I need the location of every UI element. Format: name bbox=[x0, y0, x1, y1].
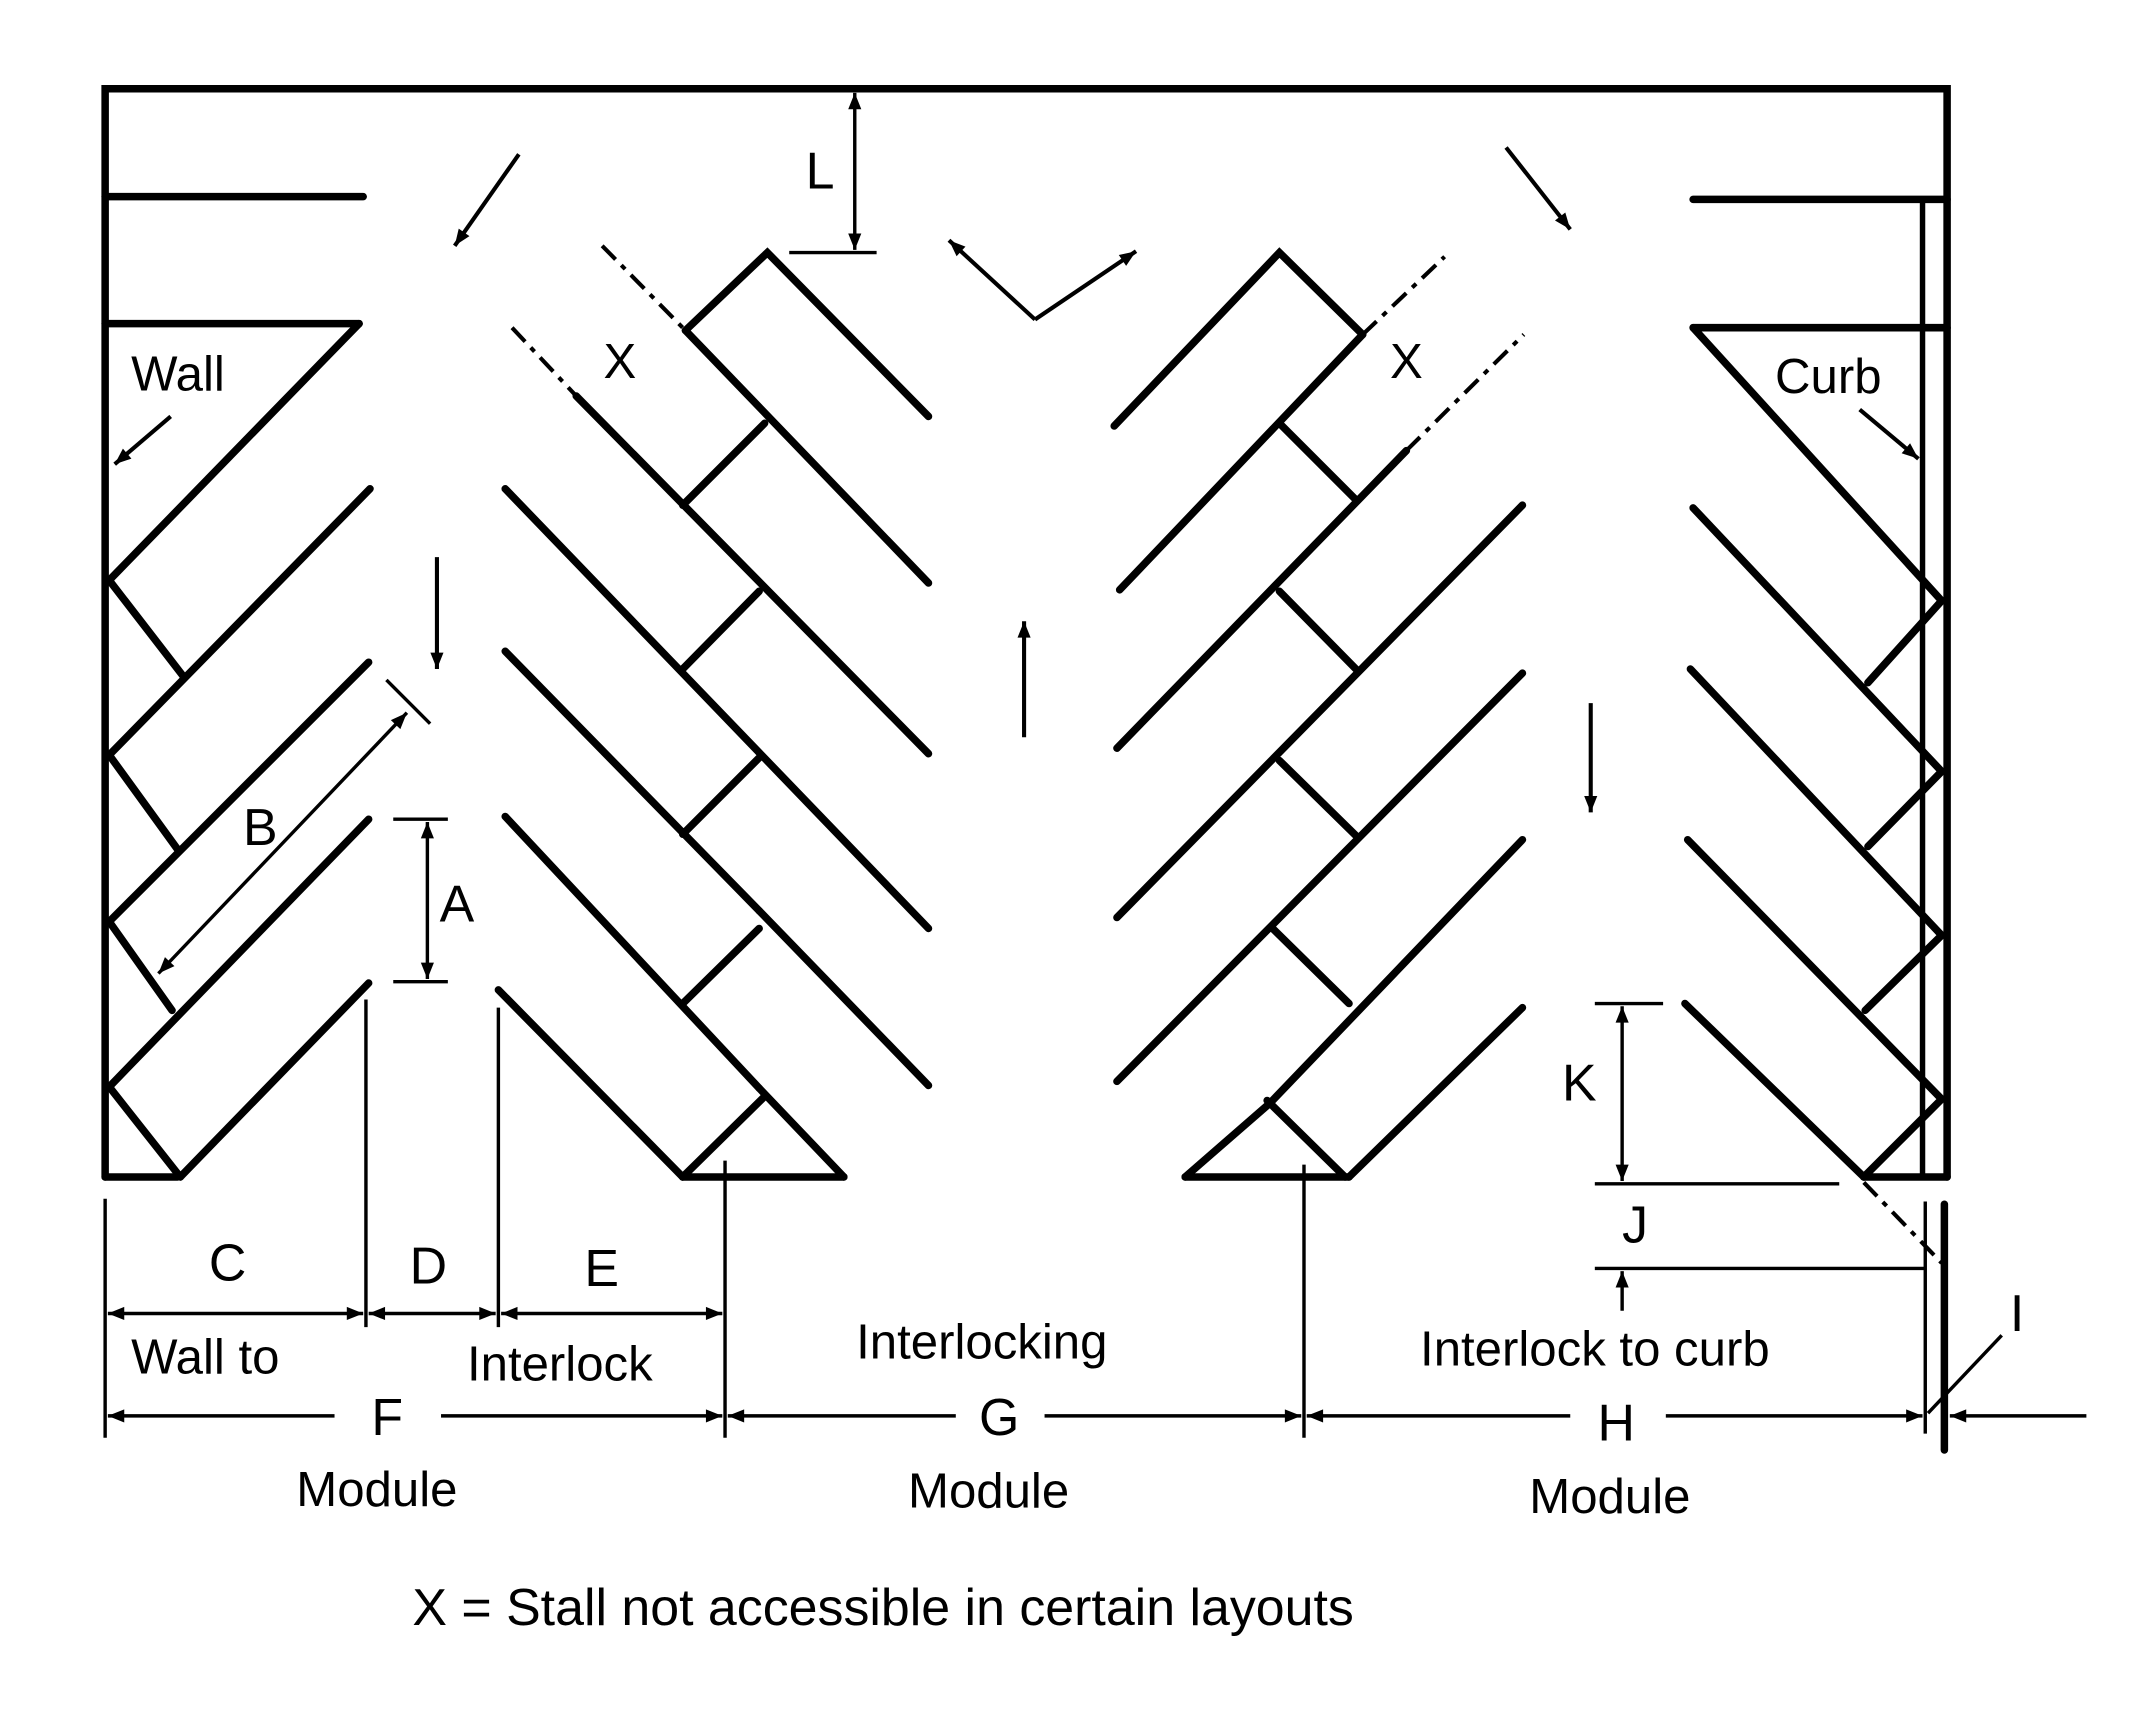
dim-label-C: C bbox=[209, 1234, 246, 1292]
dim-label-I: I bbox=[2010, 1284, 2024, 1342]
dim-label-K: K bbox=[1562, 1053, 1597, 1111]
dim-label-D: D bbox=[410, 1236, 447, 1294]
right-interlock-stalls bbox=[1110, 247, 1527, 1181]
module-wall-line3: Module bbox=[296, 1463, 457, 1517]
x-left-label: X bbox=[604, 335, 637, 389]
arrow-entry-left-icon bbox=[453, 153, 521, 247]
dim-label-H: H bbox=[1598, 1393, 1635, 1451]
labels: Wall Curb X X L A B K J I C D E F G H Wa… bbox=[131, 141, 2024, 1635]
dimension-lines bbox=[103, 92, 2087, 1438]
module-wall-line2: Interlock bbox=[467, 1337, 653, 1391]
left-wall-stalls bbox=[101, 192, 374, 1181]
dim-label-E: E bbox=[584, 1239, 619, 1297]
legend-note: X = Stall not accessible in certain layo… bbox=[412, 1578, 1353, 1636]
left-interlock-stalls bbox=[494, 244, 933, 1181]
arrow-turn-right-icon bbox=[1033, 249, 1138, 322]
x-right-label: X bbox=[1390, 335, 1423, 389]
dim-label-B: B bbox=[243, 798, 278, 856]
module-interlocking-line2: Module bbox=[908, 1464, 1069, 1518]
dim-label-F: F bbox=[371, 1388, 403, 1446]
module-interlocking-line1: Interlocking bbox=[856, 1316, 1107, 1370]
wall-label: Wall bbox=[131, 347, 225, 401]
dim-label-L: L bbox=[806, 141, 835, 199]
arrow-wall-pointer-icon bbox=[113, 414, 173, 466]
module-curb-line1: Interlock to curb bbox=[1420, 1322, 1770, 1376]
arrow-curb-pointer-icon bbox=[1858, 408, 1920, 461]
outer-boundary bbox=[101, 84, 1951, 1181]
curb-label: Curb bbox=[1775, 350, 1882, 404]
traffic-arrows bbox=[113, 146, 1920, 813]
right-curb-stalls bbox=[1681, 195, 1951, 1454]
module-curb-line2: Module bbox=[1529, 1470, 1690, 1524]
dim-label-G: G bbox=[979, 1388, 1019, 1446]
arrow-entry-right-icon bbox=[1504, 146, 1572, 231]
dim-label-J: J bbox=[1622, 1195, 1648, 1253]
dim-label-A: A bbox=[440, 875, 475, 933]
module-wall-line1: Wall to bbox=[131, 1331, 279, 1385]
arrow-turn-left-icon bbox=[947, 238, 1037, 322]
